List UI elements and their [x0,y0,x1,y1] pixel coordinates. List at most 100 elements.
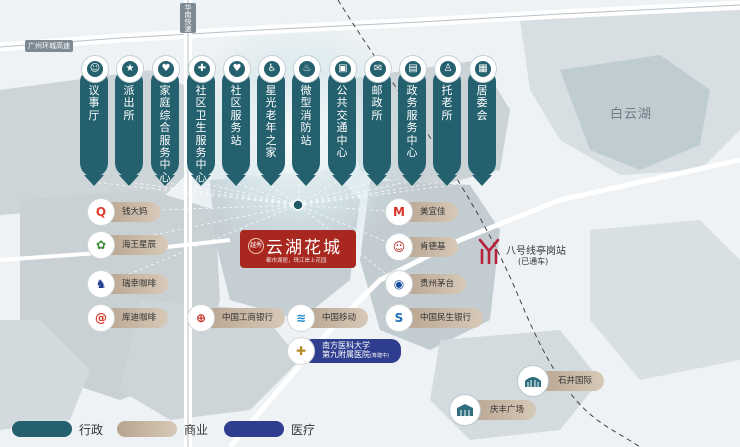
cane-icon: ♙ [440,61,456,77]
pin-cap: ☺ [81,55,109,83]
admin-pin-label: 议事厅 [88,84,100,122]
legend-swatch [12,421,72,437]
legend-swatch [117,421,177,437]
admin-pin-label: 社区卫生服务中心 [195,84,207,184]
hospital-status: (筹建中) [370,353,389,359]
poi-shijing-international[interactable]: 石井国际 [517,365,605,397]
poi-label: 中国移动 [302,308,369,328]
expressway-label: 华南快速 [180,3,196,33]
elderly-icon: ♿ [264,61,280,77]
poi-label: 中国民生银行 [400,308,484,328]
pin-cap: ♙ [434,55,462,83]
luckin-logo: ♞ [87,270,115,298]
family-icon: ♥ [158,61,174,77]
admin-pin-label: 家庭综合服务中心 [159,84,171,184]
pin-body [151,68,179,186]
cmbc-logo: S [385,304,413,332]
pin-body [363,68,391,186]
poi-label: 肯德基 [400,237,458,257]
admin-pin-12[interactable]: ▦ 居委会 [468,55,497,186]
admin-pin-label: 邮政所 [371,84,383,122]
admin-pin-8[interactable]: ▣ 公共交通中心 [328,55,357,186]
legend-label: 行政 [79,422,104,437]
metro-icon [478,238,500,264]
poi-qingfeng-plaza[interactable]: 庆丰广场 [449,394,537,426]
highway-label: 广州环城高速 [25,40,73,52]
poi-label: 庆丰广场 [468,400,537,420]
poi-label: 库迪咖啡 [102,308,169,328]
poi-label: 海王星辰 [102,235,169,255]
pin-body [187,68,215,186]
police-icon: ★ [122,61,138,77]
pin-cap: ★ [116,55,144,83]
admin-pin-4[interactable]: ✚ 社区卫生服务中心 [187,55,216,186]
government-icon: ▤ [405,61,421,77]
poi-hospital[interactable]: ✚ 南方医科大学 第九附属医院(筹建中) [287,337,401,365]
poi-neptune[interactable]: ✿ 海王星辰 [87,231,169,259]
admin-pin-label: 派出所 [123,84,135,122]
mall-icon [449,394,481,426]
legend-swatch [224,421,284,437]
admin-pin-9[interactable]: ✉ 邮政所 [363,55,392,186]
project-brand-badge[interactable]: 越秀 云湖花城 都市湖居，珠江岸上花园 [240,230,356,268]
poi-label: 贵州茅台 [400,274,467,294]
poi-icbc[interactable]: ⊕ 中国工商银行 [187,304,286,332]
pin-cap: ♥ [152,55,180,83]
meiyijia-logo: M [385,198,413,226]
legend-admin: 行政 [12,419,103,439]
pin-cap: ♥ [223,55,251,83]
legend-commerce: 商业 [117,419,208,439]
admin-pin-3[interactable]: ♥ 家庭综合服务中心 [151,55,180,186]
kfc-logo: ☺ [385,233,413,261]
admin-pin-1[interactable]: ☺议事厅 [80,55,109,186]
project-name: 云湖花城 [266,238,342,258]
poi-luckin[interactable]: ♞ 瑞幸咖啡 [87,270,169,298]
poi-cotti[interactable]: @ 库迪咖啡 [87,304,169,332]
building-icon: ▦ [475,61,491,77]
poi-china-mobile[interactable]: ≋ 中国移动 [287,304,369,332]
poi-kfc[interactable]: ☺ 肯德基 [385,233,458,261]
admin-pin-label: 微型消防站 [300,84,312,147]
admin-pin-7[interactable]: ♨ 微型消防站 [292,55,321,186]
pin-body [80,68,108,186]
metro-station-status: (已通车) [518,257,549,266]
pin-cap: ✉ [364,55,392,83]
lake-label: 白云湖 [610,107,653,122]
poi-moutai[interactable]: ◉ 贵州茅台 [385,270,467,298]
hospital-logo: ✚ [287,337,315,365]
mail-icon: ✉ [370,61,386,77]
legend-label: 商业 [184,422,209,437]
china-mobile-logo: ≋ [287,304,315,332]
pin-cap: ▦ [469,55,497,83]
developer-logo: 越秀 [248,238,264,254]
hospital-name-line2: 第九附属医院 [322,350,370,359]
pin-body [115,68,143,186]
admin-pin-label: 社区服务站 [230,84,242,147]
admin-pin-6[interactable]: ♿星光老年之家 [257,55,286,186]
pin-cap: ▤ [399,55,427,83]
admin-pin-label: 政务服务中心 [406,84,418,160]
admin-pin-2[interactable]: ★ 派出所 [115,55,144,186]
stadium-icon [517,365,549,397]
icbc-logo: ⊕ [187,304,215,332]
poi-qiandama[interactable]: Q 钱大妈 [87,198,160,226]
admin-pin-5[interactable]: ♥社区服务站 [222,55,251,186]
pin-body [468,68,496,186]
bus-icon: ▣ [335,61,351,77]
admin-pin-label: 公共交通中心 [336,84,348,160]
poi-meiyijia[interactable]: M 美宜佳 [385,198,458,226]
pin-body [257,68,285,186]
poi-label: 石井国际 [536,371,605,391]
admin-pin-10[interactable]: ▤ 政务服务中心 [398,55,427,186]
admin-pin-11[interactable]: ♙托老所 [433,55,462,186]
pin-body [222,68,250,186]
poi-cmbc[interactable]: S 中国民生银行 [385,304,484,332]
medical-kit-icon: ✚ [194,61,210,77]
pin-cap: ♿ [258,55,286,83]
poi-label: 钱大妈 [102,202,160,222]
metro-station-name: 八号线亭岗站 [506,246,566,257]
project-slogan: 都市湖居，珠江岸上花园 [266,258,327,264]
fire-extinguisher-icon: ♨ [299,61,315,77]
admin-pin-label: 居委会 [476,84,488,122]
qiandama-logo: Q [87,198,115,226]
